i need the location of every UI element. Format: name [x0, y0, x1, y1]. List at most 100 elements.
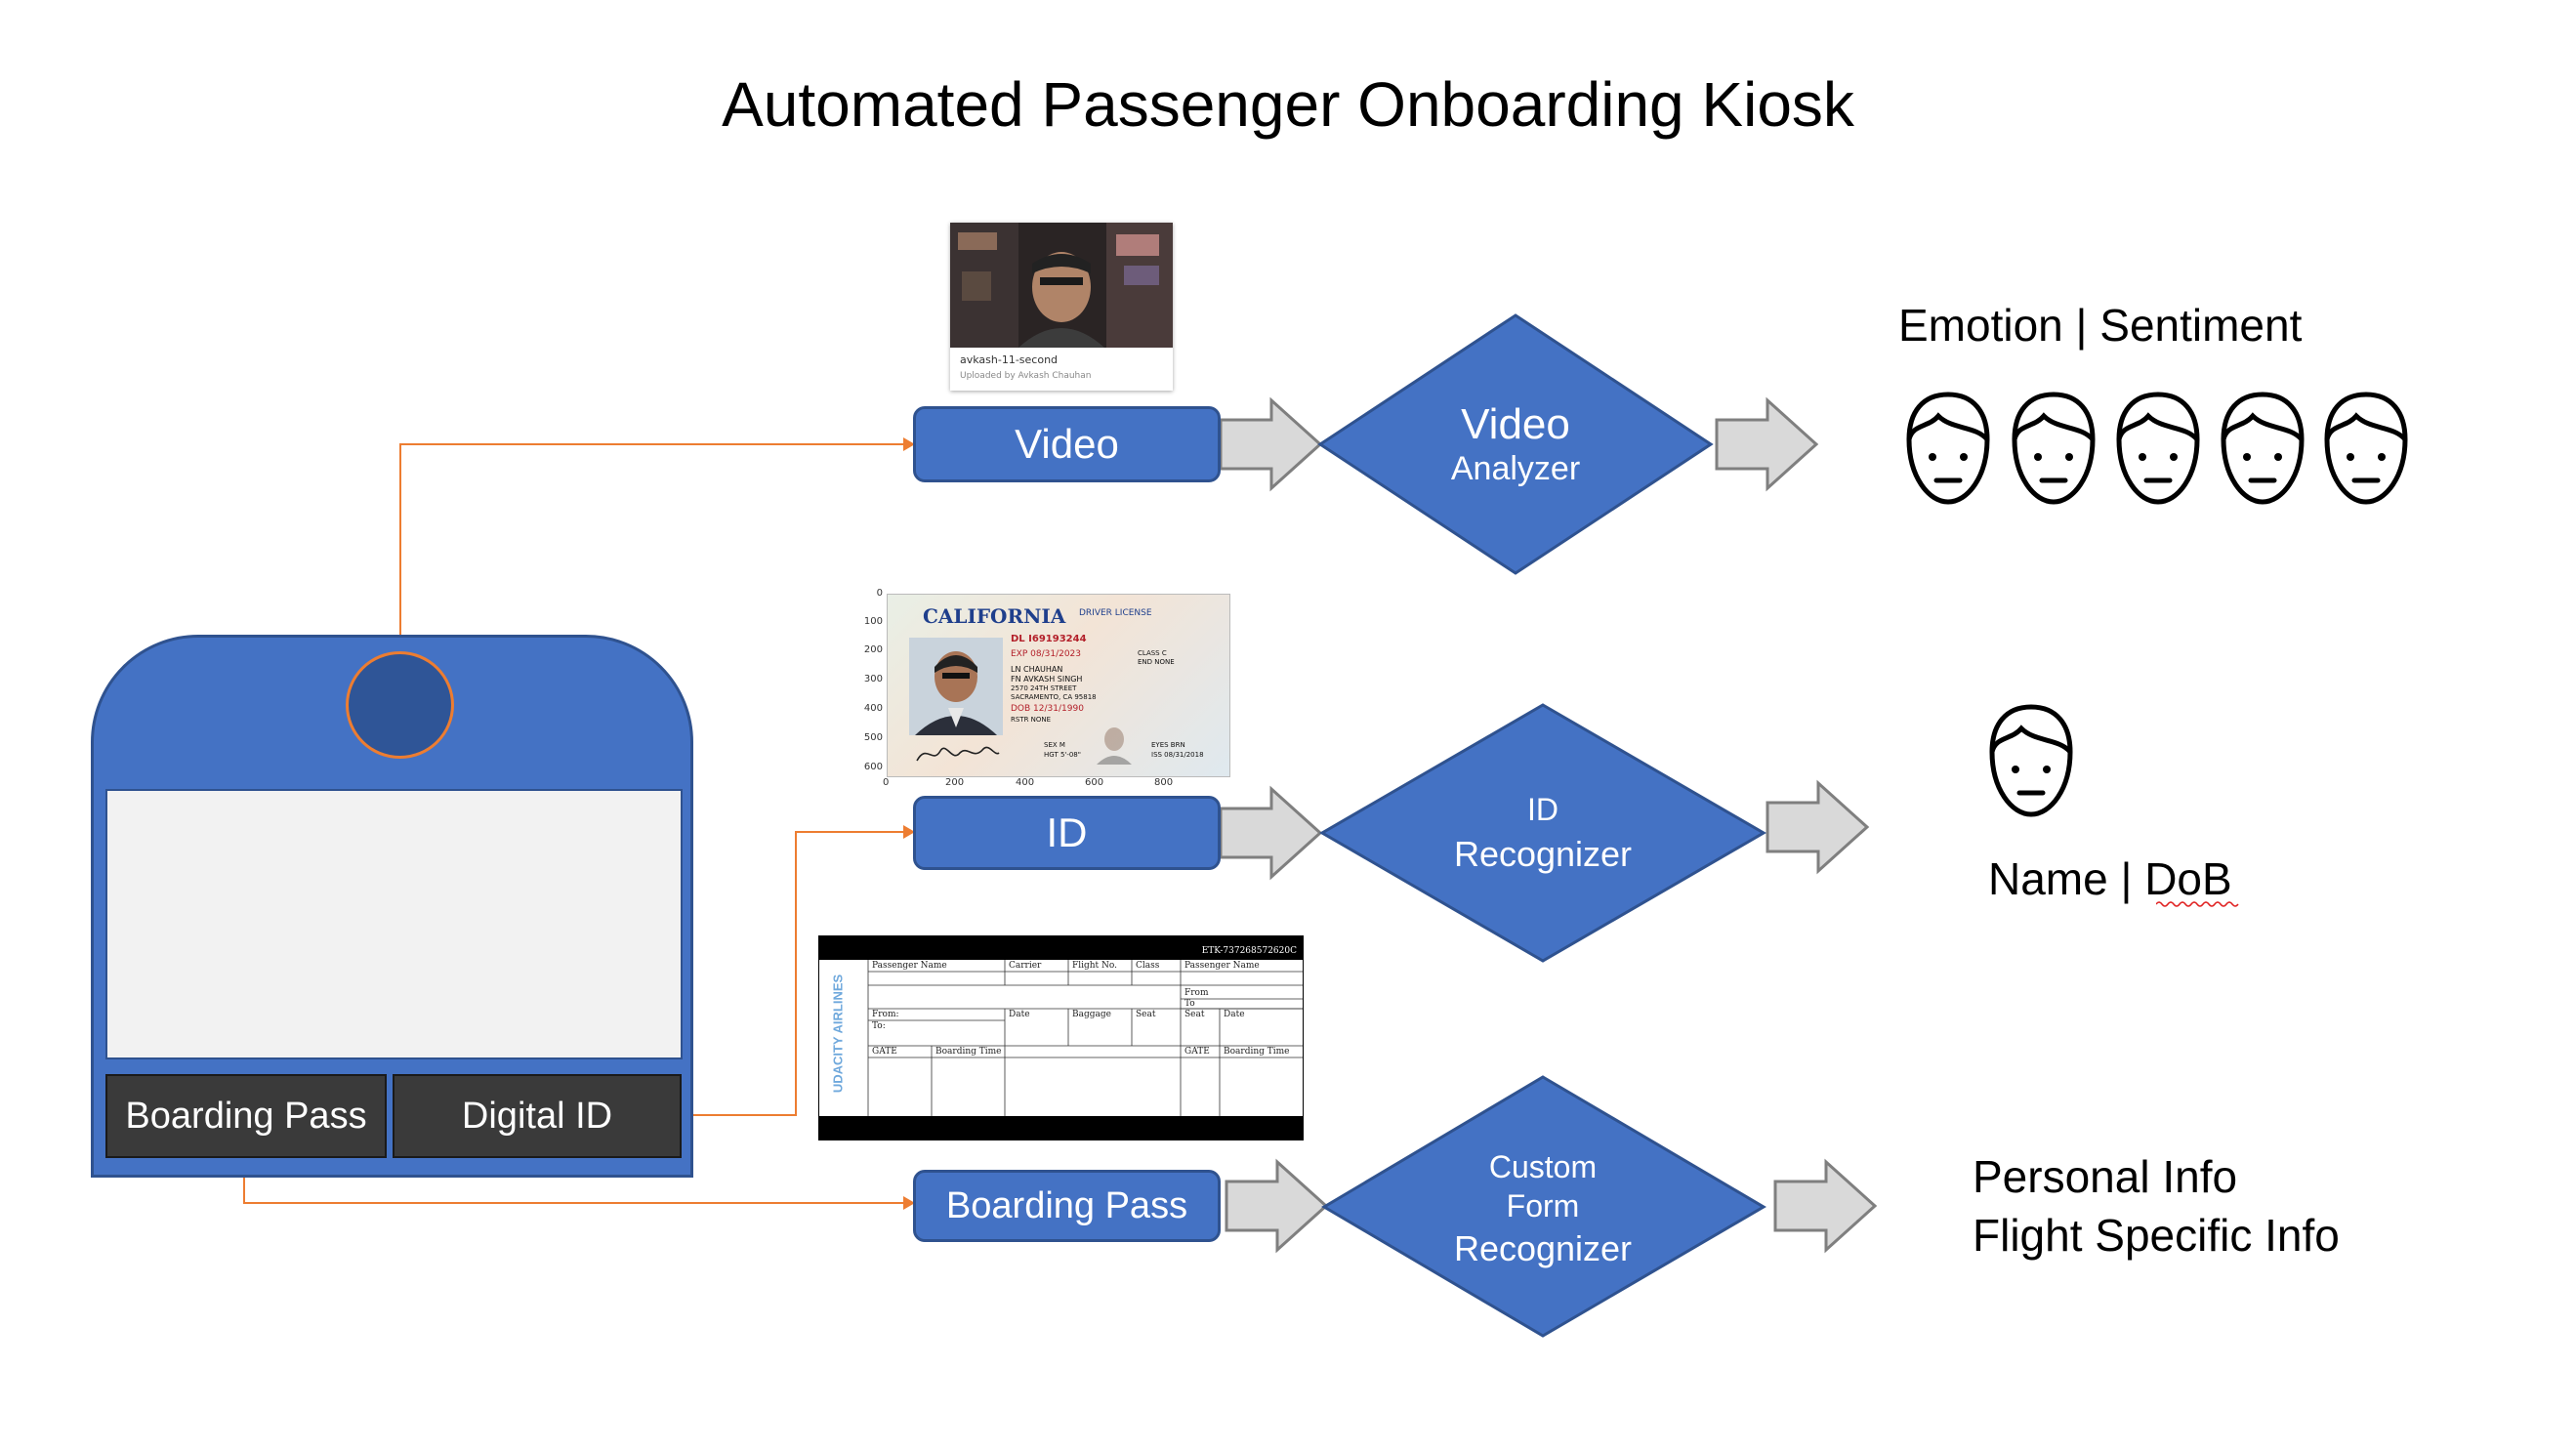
driver-license-card: CALIFORNIA DRIVER LICENSE DL I69193244 E… [887, 594, 1230, 777]
ticket-date-2: Date [1224, 1010, 1245, 1019]
id-recognizer-label: ID Recognizer [1396, 783, 1689, 883]
block-arrow-recognizer-to-name [1766, 779, 1870, 875]
ticket-airline: UDACITY AIRLINES [830, 974, 846, 1094]
license-xtick-800: 800 [1154, 777, 1174, 788]
connector-arrowhead-id [903, 825, 915, 839]
connector-boardingpass-to-pass [243, 1178, 903, 1204]
personal-info-label: Personal Info [1973, 1151, 2238, 1202]
license-ytick-200: 200 [863, 644, 883, 655]
video-analyzer-label: Video Analyzer [1369, 391, 1662, 498]
boarding-pass-input-box[interactable]: Boarding Pass [913, 1170, 1221, 1242]
ticket-date: Date [1009, 1010, 1030, 1019]
license-xtick-0: 0 [883, 777, 890, 788]
license-xtick-200: 200 [945, 777, 965, 788]
ticket-baggage: Baggage [1072, 1010, 1111, 1019]
ticket-boarding-time-2: Boarding Time [1224, 1047, 1290, 1057]
kiosk-screen [105, 789, 683, 1059]
license-eyes: EYES BRN [1151, 741, 1185, 749]
name-dob-label: Name | DoB [1988, 853, 2232, 904]
license-fn: FN AVKASH SINGH [1011, 675, 1083, 684]
form-recognizer-line3: Recognizer [1453, 1228, 1633, 1269]
boarding-pass-ticket: ETK-737268572620C UDACITY AIRLINES Passe… [818, 935, 1304, 1140]
license-dl: DL I69193244 [1011, 634, 1087, 644]
video-uploader: Uploaded by Avkash Chauhan [960, 371, 1092, 381]
license-image-plot: 0 100 200 300 400 500 600 0 200 400 600 … [859, 586, 1230, 797]
license-state: CALIFORNIA [923, 604, 1066, 628]
license-dob: DOB 12/31/1990 [1011, 704, 1084, 714]
license-rstr: RSTR NONE [1011, 716, 1052, 724]
face-icon-1 [1906, 392, 1990, 505]
form-recognizer-line1: Custom [1488, 1148, 1598, 1184]
emotion-sentiment-label: Emotion | Sentiment [1898, 300, 2303, 351]
license-ytick-500: 500 [863, 732, 883, 743]
diamond-form-recognizer [1321, 1075, 1766, 1338]
ticket-grid [867, 960, 1303, 1116]
license-photo [909, 638, 1003, 735]
id-recognizer-line2: Recognizer [1453, 833, 1633, 874]
id-recognizer-line1: ID [1527, 791, 1558, 827]
ticket-boarding-time: Boarding Time [935, 1047, 1002, 1057]
spellcheck-underline [2156, 901, 2239, 907]
diamond-video-analyzer [1317, 313, 1714, 575]
license-signature [916, 746, 1000, 762]
face-icon-4 [2221, 392, 2305, 505]
diamond-id-recognizer [1319, 703, 1766, 963]
ticket-from: From [1184, 988, 1209, 998]
license-addr2: SACRAMENTO, CA 95818 [1011, 693, 1097, 701]
license-ytick-100: 100 [863, 616, 883, 627]
connector-digitalid-to-id [684, 831, 903, 1116]
ticket-from-colon: From: [872, 1010, 899, 1019]
ticket-top-bar [819, 936, 1303, 960]
face-icon-5 [2324, 392, 2408, 505]
block-arrow-video-to-analyzer [1219, 396, 1323, 492]
ticket-flight-no: Flight No. [1072, 961, 1118, 971]
diagram-title: Automated Passenger Onboarding Kiosk [722, 69, 1854, 140]
block-arrow-pass-to-formrec [1225, 1158, 1329, 1254]
ticket-seat: Seat [1136, 1010, 1156, 1019]
face-icon-2 [2012, 392, 2096, 505]
license-hgt: HGT 5'-08" [1044, 751, 1081, 759]
video-filename: avkash-11-second [960, 353, 1059, 366]
form-recognizer-line2: Form [1506, 1188, 1580, 1224]
connector-arrowhead-video [903, 437, 915, 451]
ticket-bottom-bar [819, 1116, 1303, 1140]
license-type: DRIVER LICENSE [1079, 608, 1152, 618]
license-xtick-600: 600 [1085, 777, 1104, 788]
face-icon-3 [2116, 392, 2200, 505]
kiosk-digital-id-button[interactable]: Digital ID [393, 1074, 682, 1158]
ticket-gate-2: GATE [1184, 1047, 1210, 1057]
flight-specific-info-label: Flight Specific Info [1973, 1210, 2340, 1261]
block-arrow-id-to-recognizer [1219, 785, 1323, 881]
ticket-carrier: Carrier [1009, 961, 1042, 971]
license-ln: LN CHAUHAN [1011, 665, 1063, 674]
ticket-class: Class [1136, 961, 1160, 971]
license-ytick-0: 0 [876, 588, 883, 599]
ticket-passenger-name: Passenger Name [872, 961, 947, 971]
license-addr1: 2570 24TH STREET [1011, 684, 1077, 692]
connector-camera-to-video [399, 443, 903, 637]
video-analyzer-line1: Video [1461, 400, 1570, 449]
license-ytick-400: 400 [863, 703, 883, 714]
face-icon-id [1989, 704, 2073, 817]
connector-arrowhead-pass [903, 1196, 915, 1210]
ticket-to: To [1184, 999, 1195, 1009]
kiosk-boarding-pass-button[interactable]: Boarding Pass [105, 1074, 387, 1158]
id-input-box[interactable]: ID [913, 796, 1221, 870]
ticket-to-colon: To: [872, 1021, 886, 1031]
ticket-etk: ETK-737268572620C [1201, 946, 1297, 956]
license-xtick-400: 400 [1016, 777, 1035, 788]
video-analyzer-line2: Analyzer [1450, 449, 1581, 487]
license-iss: ISS 08/31/2018 [1151, 751, 1204, 759]
ticket-gate: GATE [872, 1047, 897, 1057]
block-arrow-analyzer-to-emotion [1715, 396, 1819, 492]
license-ghost-photo [1097, 727, 1132, 765]
video-input-box[interactable]: Video [913, 406, 1221, 482]
kiosk-camera [346, 651, 454, 759]
block-arrow-formrec-to-info [1773, 1158, 1878, 1254]
license-ytick-300: 300 [863, 674, 883, 684]
ticket-seat-2: Seat [1184, 1010, 1205, 1019]
license-sex: SEX M [1044, 741, 1065, 749]
form-recognizer-label: Custom Form Recognizer [1396, 1140, 1689, 1277]
video-thumbnail-card: avkash-11-second Uploaded by Avkash Chau… [950, 223, 1173, 391]
